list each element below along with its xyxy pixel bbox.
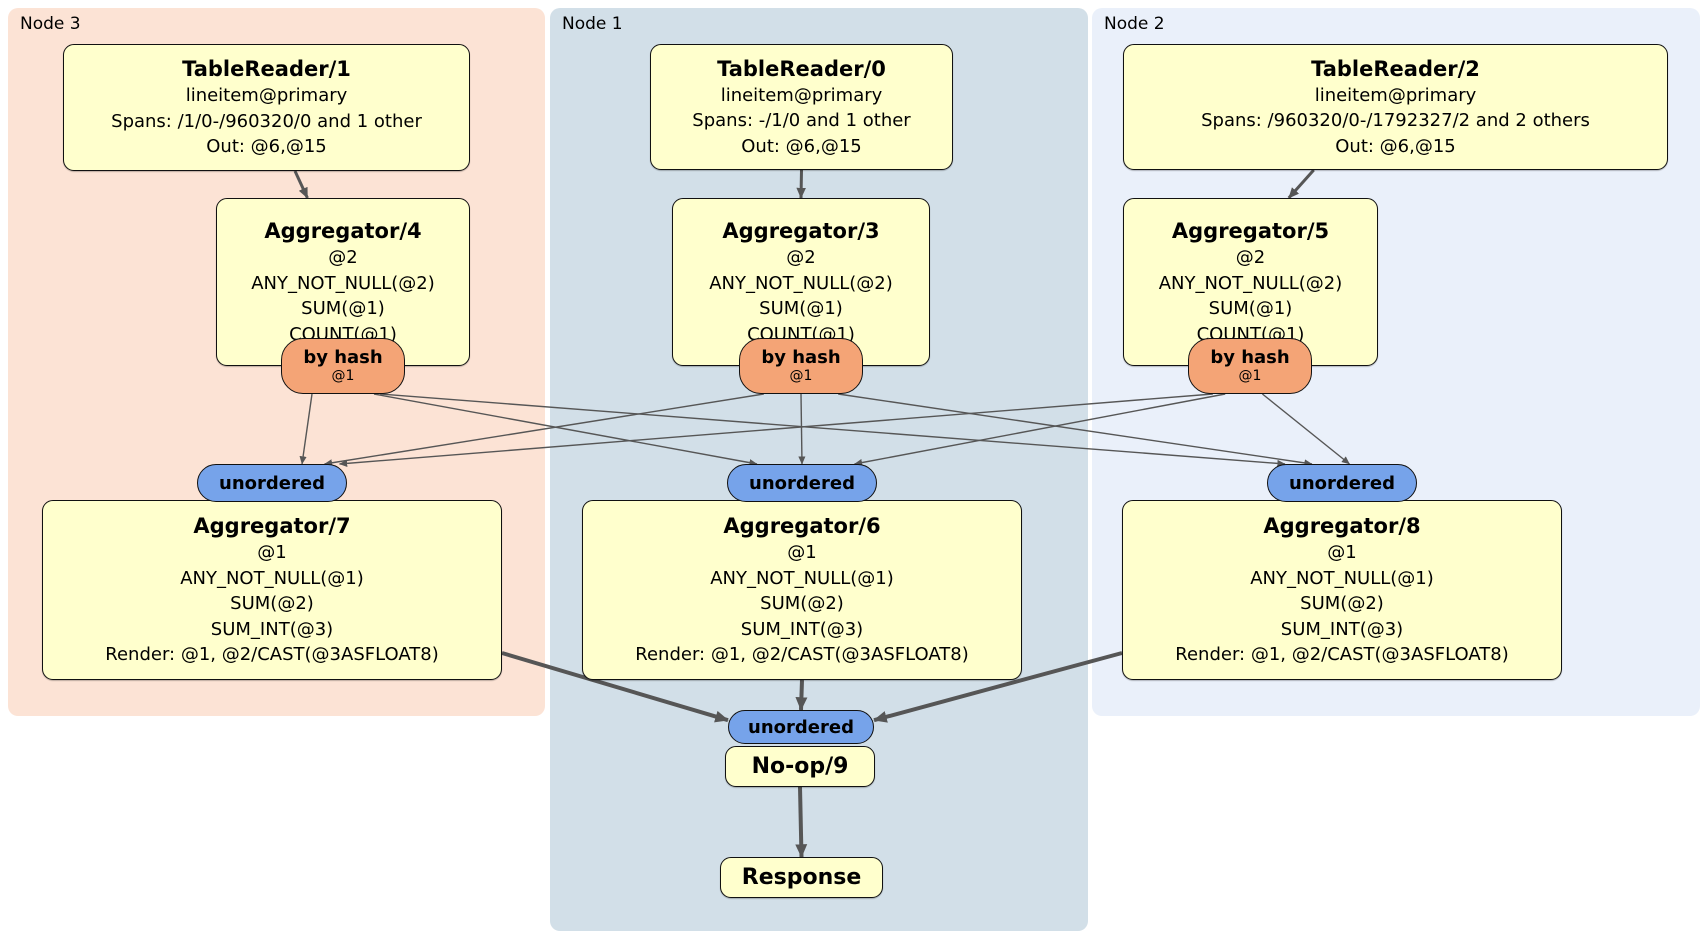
processor-aggregator-6: Aggregator/6 @1 ANY_NOT_NULL(@1) SUM(@2)…	[582, 500, 1022, 680]
processor-index-line: lineitem@primary	[1314, 84, 1477, 106]
processor-spans-line: Spans: /1/0-/960320/0 and 1 other	[111, 110, 422, 132]
processor-detail-line: SUM(@2)	[760, 593, 844, 615]
processor-detail-line: @2	[328, 247, 358, 269]
router-label: by hash	[761, 346, 841, 368]
processor-detail-line: SUM_INT(@3)	[210, 618, 334, 640]
processor-aggregator-7: Aggregator/7 @1 ANY_NOT_NULL(@1) SUM(@2)…	[42, 500, 502, 680]
processor-spans-line: Spans: -/1/0 and 1 other	[692, 110, 911, 132]
processor-out-line: Out: @6,@15	[206, 136, 327, 158]
processor-tablereader-0: TableReader/0 lineitem@primary Spans: -/…	[650, 44, 953, 170]
router-columns: @1	[789, 368, 813, 385]
processor-title: Aggregator/8	[1263, 513, 1421, 538]
processor-detail-line: SUM(@1)	[1208, 298, 1293, 320]
router-label: by hash	[1210, 346, 1290, 368]
processor-out-line: Out: @6,@15	[1335, 135, 1456, 157]
processor-out-line: Out: @6,@15	[741, 135, 862, 157]
processor-render-line: Render: @1, @2/CAST(@3ASFLOAT8)	[1175, 644, 1509, 666]
processor-aggregator-8: Aggregator/8 @1 ANY_NOT_NULL(@1) SUM(@2)…	[1122, 500, 1562, 680]
processor-detail-line: SUM_INT(@3)	[740, 618, 864, 640]
processor-title: TableReader/1	[182, 57, 351, 81]
router-by-hash-5: by hash @1	[1188, 338, 1312, 394]
processor-detail-line: SUM_INT(@3)	[1280, 618, 1404, 640]
processor-detail-line: SUM(@1)	[759, 298, 843, 320]
processor-title: Aggregator/7	[193, 513, 351, 538]
router-by-hash-4: by hash @1	[281, 338, 405, 394]
node-1-label: Node 1	[562, 14, 623, 34]
router-label: by hash	[303, 346, 383, 368]
node-2-label: Node 2	[1104, 14, 1165, 34]
processor-detail-line: @1	[787, 542, 817, 564]
processor-title: Aggregator/3	[722, 218, 880, 243]
node-3-label: Node 3	[20, 14, 81, 34]
processor-detail-line: @1	[257, 542, 287, 564]
processor-aggregator-4: Aggregator/4 @2 ANY_NOT_NULL(@2) SUM(@1)…	[216, 198, 470, 366]
sync-unordered-7: unordered	[197, 464, 347, 502]
processor-detail-line: ANY_NOT_NULL(@2)	[709, 272, 893, 294]
sync-unordered-final: unordered	[728, 710, 874, 744]
processor-detail-line: @1	[1327, 542, 1357, 564]
processor-title: Aggregator/6	[723, 513, 881, 538]
processor-title: Aggregator/5	[1171, 218, 1330, 243]
processor-spans-line: Spans: /960320/0-/1792327/2 and 2 others	[1201, 110, 1590, 132]
processor-tablereader-1: TableReader/1 lineitem@primary Spans: /1…	[63, 44, 470, 171]
processor-detail-line: SUM(@2)	[1300, 593, 1384, 615]
processor-detail-line: ANY_NOT_NULL(@1)	[1250, 567, 1434, 589]
router-columns: @1	[1238, 368, 1262, 385]
processor-detail-line: ANY_NOT_NULL(@2)	[1158, 272, 1343, 294]
processor-tablereader-2: TableReader/2 lineitem@primary Spans: /9…	[1123, 44, 1668, 170]
processor-detail-line: @2	[786, 247, 816, 269]
router-columns: @1	[331, 368, 355, 385]
processor-render-line: Render: @1, @2/CAST(@3ASFLOAT8)	[105, 644, 439, 666]
processor-title: TableReader/0	[717, 56, 886, 81]
sync-unordered-6: unordered	[727, 464, 877, 502]
processor-noop-9: No-op/9	[725, 746, 875, 787]
processor-index-line: lineitem@primary	[720, 84, 883, 106]
processor-detail-line: ANY_NOT_NULL(@1)	[710, 567, 894, 589]
processor-detail-line: @2	[1235, 247, 1266, 269]
response-box: Response	[720, 857, 883, 898]
processor-title: TableReader/2	[1311, 56, 1480, 81]
processor-title: Aggregator/4	[264, 218, 422, 243]
processor-detail-line: ANY_NOT_NULL(@2)	[251, 272, 435, 294]
processor-render-line: Render: @1, @2/CAST(@3ASFLOAT8)	[635, 644, 969, 666]
processor-title: No-op/9	[751, 753, 849, 779]
router-by-hash-3: by hash @1	[739, 338, 863, 394]
processor-index-line: lineitem@primary	[185, 85, 348, 107]
processor-detail-line: SUM(@1)	[301, 298, 385, 320]
processor-title: Response	[741, 864, 862, 890]
processor-detail-line: ANY_NOT_NULL(@1)	[180, 567, 364, 589]
processor-detail-line: SUM(@2)	[230, 593, 314, 615]
sync-unordered-8: unordered	[1267, 464, 1417, 502]
